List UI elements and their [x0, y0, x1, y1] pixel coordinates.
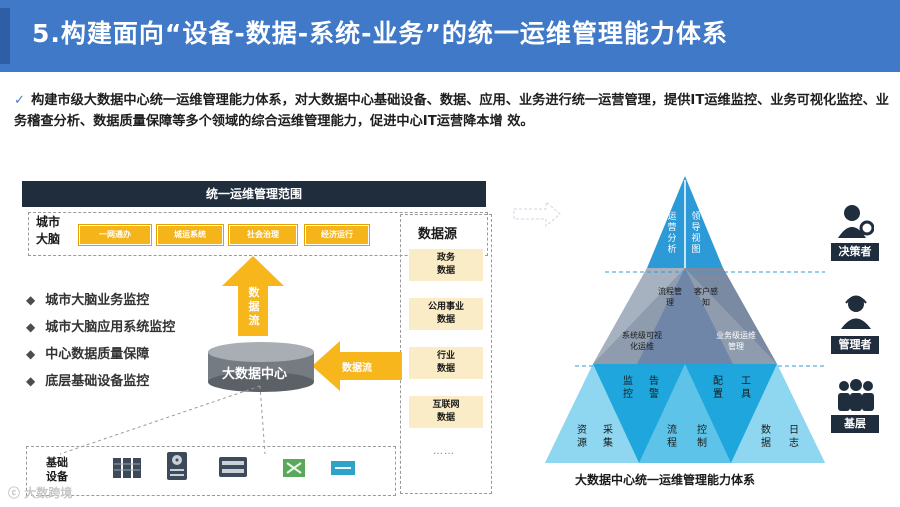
database-cylinder-icon [208, 342, 314, 392]
base-device-label: 基础设备 [46, 456, 68, 483]
datasource-gov: 政务数据 [409, 249, 483, 281]
brain-item-city-ops[interactable]: 城运系统 [156, 224, 224, 246]
base-device-box [26, 446, 396, 496]
range-title-bar: 统一运维管理范围 [22, 181, 486, 207]
pyramid-mid-system: 系统级可视化运维 [622, 331, 662, 351]
role-staff: 基层 [831, 415, 879, 433]
diamond-bullet-icon: ◆ [26, 293, 36, 307]
pyramid-bottom-flow: 流程 [667, 425, 677, 449]
datasource-utility: 公用事业数据 [409, 298, 483, 330]
brain-box [28, 212, 488, 256]
monitor-item-data-quality: ◆中心数据质量保障 [26, 347, 150, 362]
up-arrow-icon [222, 256, 284, 336]
pyramid-bottom-log: 日志 [789, 425, 799, 449]
server-rack-icon [113, 458, 141, 478]
pyramid-bottom-tools: 工具 [741, 376, 751, 400]
pyramid-mid-business: 业务级运维管理 [716, 331, 756, 351]
diamond-bullet-icon: ◆ [26, 374, 36, 388]
monitor-item-business: ◆城市大脑业务监控 [26, 293, 150, 308]
diamond-bullet-icon: ◆ [26, 320, 36, 334]
left-flow-label: 数据流 [342, 363, 372, 374]
switch-icon [219, 457, 247, 477]
decision-maker-icon [838, 205, 874, 238]
intro-text: 构建市级大数据中心统一运维管理能力体系，对大数据中心基础设备、数据、应用、业务进… [14, 93, 889, 129]
staff-group-icon [838, 379, 874, 411]
brain-label: 城市大脑 [36, 215, 61, 246]
pyramid-top-left: 运营分析 [667, 212, 677, 255]
storage-icon [167, 452, 187, 480]
pyramid-bottom-collect: 采集 [603, 425, 613, 449]
brain-item-economy[interactable]: 经济运行 [304, 224, 370, 246]
datasource-industry: 行业数据 [409, 347, 483, 379]
datasource-ellipsis: …… [433, 446, 455, 457]
diamond-bullet-icon: ◆ [26, 347, 36, 361]
connector-lines [60, 385, 266, 455]
datasource-internet: 互联网数据 [409, 396, 483, 428]
page-title: 5.构建面向“设备-数据-系统-业务”的统一运维管理能力体系 [32, 19, 728, 48]
monitor-item-application: ◆城市大脑应用系统监控 [26, 320, 176, 335]
pyramid-bottom-monitor: 监控 [623, 376, 633, 400]
header-accent [0, 8, 10, 64]
pyramid-top-right: 领导视图 [691, 212, 701, 255]
manager-icon [841, 295, 871, 329]
logo-icon: ⓒ [8, 486, 21, 500]
watermark-logo: ⓒ 大数跨境 [8, 486, 73, 500]
router-icon [283, 459, 305, 477]
firewall-icon [331, 461, 355, 475]
brain-item-social-governance[interactable]: 社会治理 [228, 224, 298, 246]
pyramid-bottom-control: 控制 [697, 425, 707, 449]
check-icon: ✓ [14, 93, 26, 108]
datasource-title: 数据源 [418, 227, 458, 242]
pyramid-bottom-data: 数据 [761, 425, 771, 449]
header-bar: 5.构建面向“设备-数据-系统-业务”的统一运维管理能力体系 [0, 0, 900, 72]
up-flow-label: 数据流 [248, 286, 260, 327]
pyramid-bottom-config: 配置 [713, 376, 723, 400]
capability-pyramid [545, 176, 825, 463]
monitor-item-devices: ◆底层基础设备监控 [26, 374, 150, 389]
left-arrow-icon [312, 341, 402, 391]
transition-arrow-icon [513, 200, 561, 228]
role-decision-maker: 决策者 [831, 243, 879, 261]
pyramid-bottom-resource: 资源 [577, 425, 587, 449]
role-manager: 管理者 [831, 336, 879, 354]
brain-item-one-stop[interactable]: 一网通办 [78, 224, 152, 246]
pyramid-mid-customer: 客户感知 [694, 287, 718, 307]
pyramid-title: 大数据中心统一运维管理能力体系 [575, 473, 756, 487]
center-label: 大数据中心 [222, 367, 288, 382]
pyramid-bottom-alarm: 告警 [649, 376, 659, 400]
pyramid-mid-process: 流程管理 [658, 287, 682, 307]
intro-paragraph: ✓构建市级大数据中心统一运维管理能力体系，对大数据中心基础设备、数据、应用、业务… [14, 90, 890, 132]
